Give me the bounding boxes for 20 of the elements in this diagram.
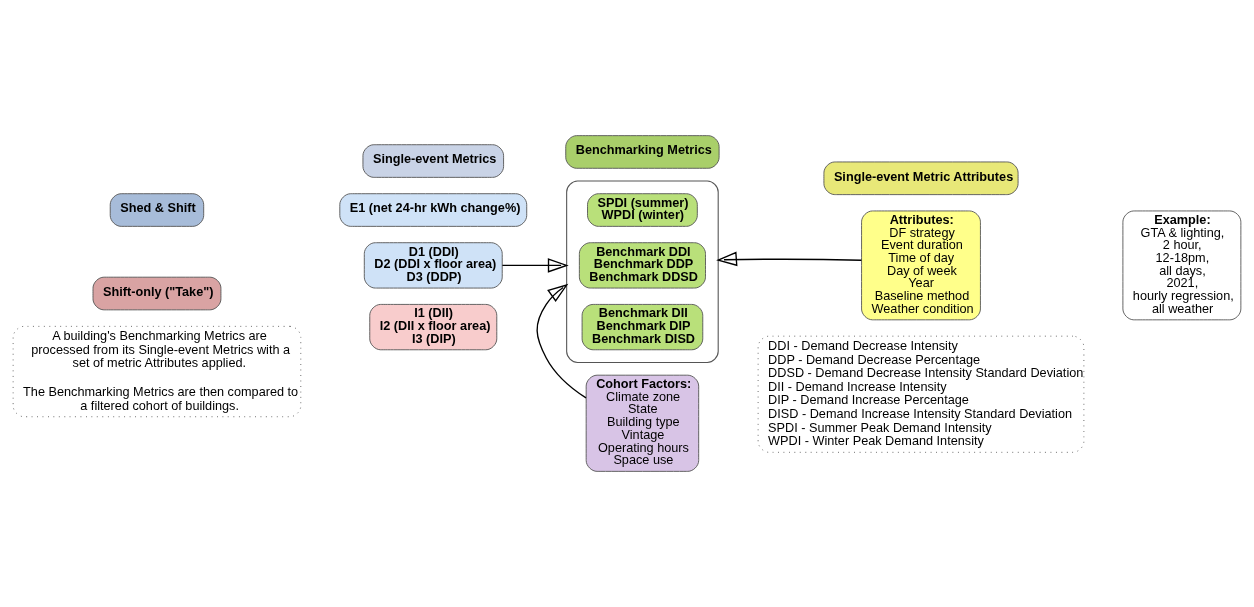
node-box: Single-event Metrics <box>362 144 505 178</box>
cluster <box>566 180 719 364</box>
node-box: Shed & Shift <box>109 193 205 227</box>
node-box: E1 (net 24-hr kWh change%) <box>339 193 528 227</box>
node-box: Benchmark DDI Benchmark DDP Benchmark DDSD <box>578 242 706 289</box>
node-box: DDI - Demand Decrease Intensity DDP - Demand Decrease Percentage DDSD - Demand Decrease Intensity Standard Deviation DII - Demand Increase Intensity DIP - Demand Increase Percentage DISD - Demand Increase Intensity Standard Deviation SPDI - Summer Peak Demand Intensity WPDI - Winter Peak Demand Intensity <box>757 335 1085 453</box>
node-box: D1 (DDI) D2 (DDI x floor area) D3 (DDP) <box>363 242 503 289</box>
arrow <box>501 258 569 273</box>
node-box: Benchmarking Metrics <box>565 135 720 169</box>
node-box: Benchmark DII Benchmark DIP Benchmark DISD <box>581 303 704 351</box>
arrow <box>536 283 587 399</box>
node-box: Shift-only ("Take") <box>92 276 222 311</box>
node-box: I1 (DII) I2 (DII x floor area) I3 (DIP) <box>369 303 498 351</box>
node-box: Single-event Metric Attributes <box>823 161 1019 196</box>
arrow <box>716 251 863 267</box>
node-box: SPDI (summer) WPDI (winter) <box>587 193 698 227</box>
node-box: Cohort Factors: Climate zone State Building type Vintage Operating hours Space use <box>585 374 700 472</box>
node-box: Example: GTA & lighting, 2 hour, 12-18pm, all days, 2021, hourly regression, all weather <box>1122 210 1242 321</box>
node-box: A building's Benchmarking Metrics are processed from its Single-event Metrics with a set of metric Attributes applied. The Benchmarking Metrics are then compared to a filtered cohort of buildings. <box>12 325 302 418</box>
node-box: Attributes: DF strategy Event duration Time of day Day of week Year Baseline method Weather condition <box>861 210 981 321</box>
